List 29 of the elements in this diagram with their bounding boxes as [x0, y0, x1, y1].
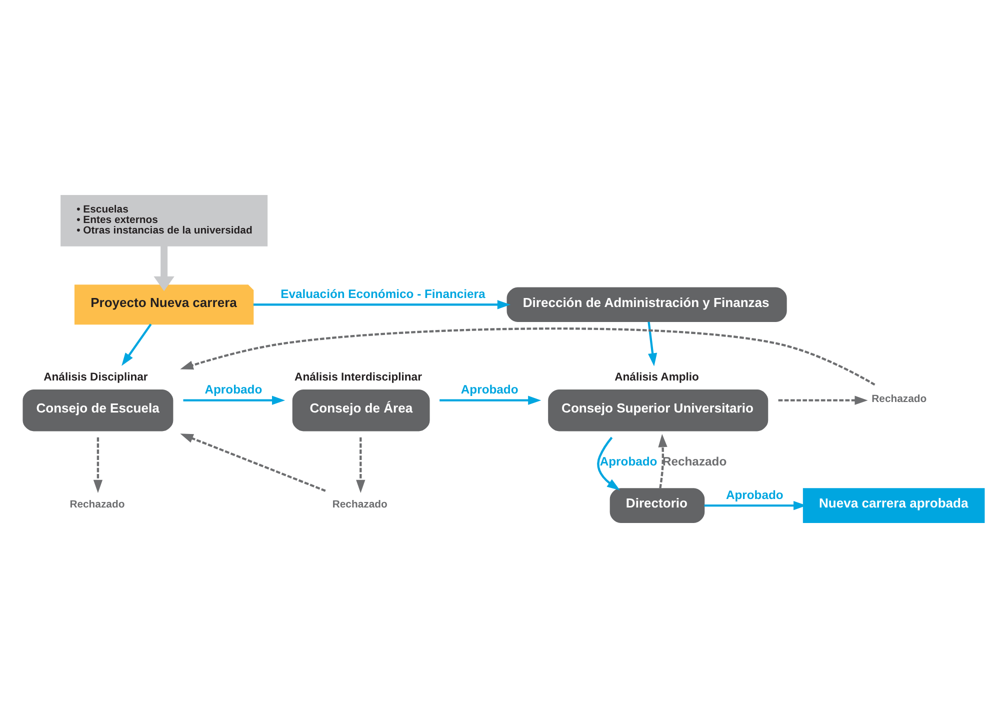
arrow [658, 434, 667, 488]
edge-label: Aprobado [725, 487, 783, 502]
arrow [439, 395, 541, 404]
edge-label: Aprobado [599, 454, 657, 468]
node-text: Rechazado [871, 394, 926, 405]
edge-label: Evaluación Económico - Financiera [280, 286, 485, 300]
node-label: Análisis Interdisciplinar [294, 371, 422, 384]
arrow [252, 300, 510, 309]
arrow [778, 395, 868, 404]
node-label: Análisis Amplio [614, 371, 698, 384]
arrow [121, 323, 152, 366]
arrow [356, 436, 365, 492]
arrow [647, 321, 657, 366]
edge-label: Aprobado [460, 382, 518, 396]
arrow [182, 395, 285, 404]
node-box: Dirección de Administración y Finanzas [506, 286, 786, 322]
edge-label: Rechazado [662, 454, 726, 468]
node-label: Análisis Disciplinar [43, 371, 148, 384]
arrow [180, 327, 875, 386]
node-text: Rechazado [69, 498, 124, 510]
arrow [92, 436, 102, 492]
node-box: Directorio [609, 488, 704, 522]
node-text: Rechazado [332, 498, 387, 510]
node-box: Nueva carrera aprobada [802, 488, 984, 522]
arrow [180, 433, 326, 492]
arrow [596, 436, 620, 490]
arrow [153, 246, 174, 291]
node-box: • Escuelas • Entes externos • Otras instancias de la universidad [60, 194, 268, 246]
edge-label: Aprobado [204, 382, 262, 396]
